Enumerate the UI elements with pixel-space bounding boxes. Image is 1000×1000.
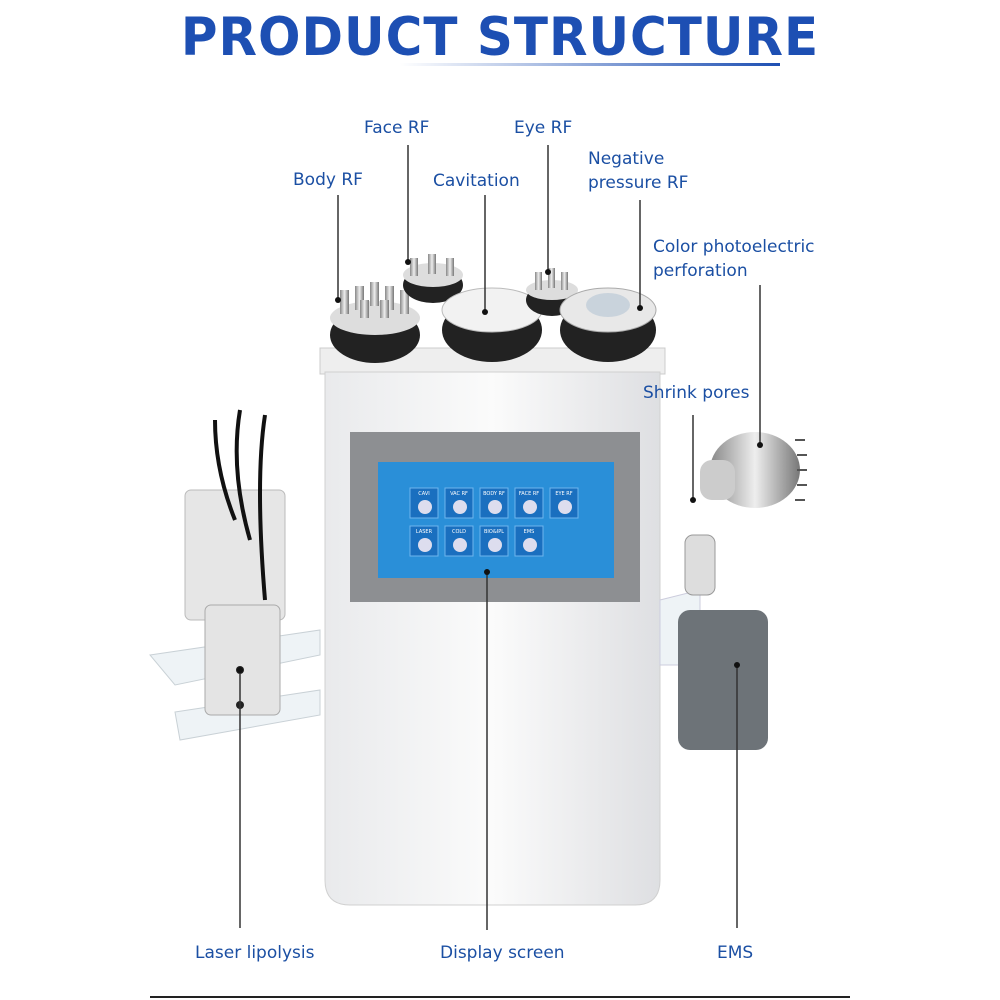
- leader-lines: [239, 145, 761, 930]
- negative-pressure-rf-handle: [559, 287, 657, 362]
- label-laser-lipolysis: Laser lipolysis: [195, 943, 315, 963]
- label-color-photoelectric-perforation: Color photoelectric perforation: [653, 235, 815, 283]
- cavitation-handle: [441, 287, 543, 362]
- screen-tile: BODY RF: [479, 487, 509, 519]
- label-line: Color photoelectric: [653, 237, 815, 257]
- screen-tile: COLD: [444, 525, 474, 557]
- ems-pad: [678, 610, 768, 750]
- screen-tile-label: BIO&IPL: [484, 529, 504, 535]
- screen-tile-icon: [418, 538, 432, 552]
- screen-tile: CAVI: [409, 487, 439, 519]
- ems-and-shrink-pores: [659, 432, 807, 750]
- screen-tile: VAC RF: [444, 487, 474, 519]
- screen-tile-label: EMS: [524, 529, 535, 535]
- label-eye-rf: Eye RF: [514, 118, 573, 138]
- screen-tile-icon: [523, 500, 537, 514]
- screen-tile: FACE RF: [514, 487, 544, 519]
- screen-tile-icon: [488, 538, 502, 552]
- bottom-divider: [150, 996, 850, 998]
- screen-tile-label: COLD: [452, 529, 466, 535]
- screen-tile-icon: [418, 500, 432, 514]
- screen-tile-icon: [523, 538, 537, 552]
- screen-tile-icon: [558, 500, 572, 514]
- screen-tile-label: VAC RF: [450, 491, 468, 497]
- screen-tile-icon: [453, 538, 467, 552]
- page-title: PRODUCT STRUCTURE: [180, 6, 820, 68]
- label-line: perforation: [653, 261, 748, 281]
- label-display-screen: Display screen: [440, 943, 565, 963]
- body-rf-handle: [330, 282, 420, 363]
- screen-tile: LASER: [409, 525, 439, 557]
- title-underline: [400, 63, 780, 66]
- label-line: pressure RF: [588, 173, 689, 193]
- screen-tile-label: FACE RF: [519, 491, 539, 497]
- label-body-rf: Body RF: [293, 170, 363, 190]
- screen-tiles: CAVI VAC RF BODY RF FACE RF EYE RF LASER COLD B…: [409, 487, 579, 557]
- screen-tile-label: LASER: [416, 529, 433, 535]
- label-negative-pressure-rf: Negative pressure RF: [588, 147, 688, 195]
- screen-tile-label: CAVI: [418, 491, 430, 497]
- screen-tile-icon: [488, 500, 502, 514]
- label-cavitation: Cavitation: [433, 171, 520, 191]
- laser-pads: [149, 409, 321, 741]
- label-face-rf: Face RF: [364, 118, 430, 138]
- screen-tile-label: BODY RF: [483, 491, 505, 497]
- screen-tile: EYE RF: [549, 487, 579, 519]
- screen-tile-icon: [453, 500, 467, 514]
- display-screen: [378, 462, 614, 578]
- face-rf-handle: [403, 254, 463, 303]
- screen-tile-label: EYE RF: [555, 491, 572, 497]
- label-line: Negative: [588, 149, 665, 169]
- screen-tile: BIO&IPL: [479, 525, 509, 557]
- label-ems: EMS: [717, 943, 754, 963]
- screen-tile: EMS: [514, 525, 544, 557]
- label-shrink-pores: Shrink pores: [643, 383, 750, 403]
